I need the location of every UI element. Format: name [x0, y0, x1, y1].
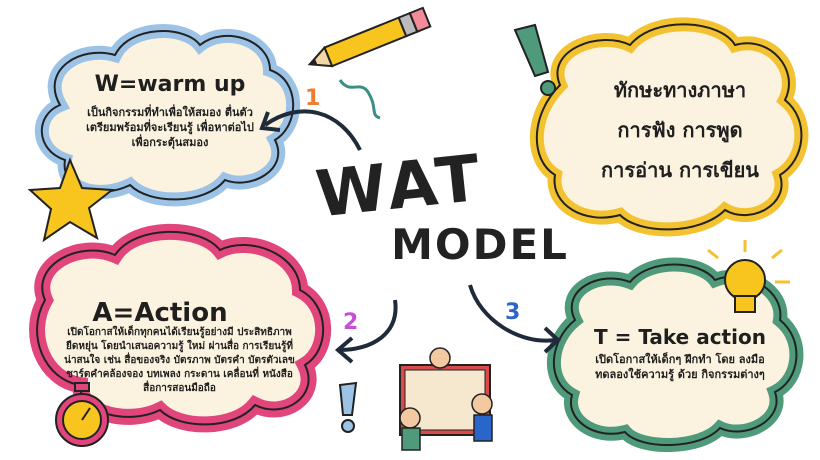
- action-body: เปิดโอกาสให้เด็กทุกคนได้เรียนรู้อย่างมี …: [64, 327, 295, 394]
- skills-line-3: การอ่าน การเขียน: [601, 158, 759, 182]
- action-heading: A=Action: [92, 298, 228, 328]
- title-model: MODEL: [391, 220, 569, 269]
- arrow-to-action: [339, 299, 398, 352]
- arrow-to-take-action: [468, 284, 556, 343]
- pencil-icon: [307, 6, 432, 68]
- lightbulb-icon: [707, 240, 790, 313]
- kids-reading-illustration: [399, 347, 493, 451]
- warm-up-body: เป็นกิจกรรมที่ทำเพื่อให้สมอง ตื่นตัว เตร…: [86, 106, 254, 149]
- step-number-2: 2: [343, 310, 359, 335]
- take-action-heading: T = Take action: [594, 325, 766, 349]
- star-icon: [27, 157, 115, 243]
- arrow-to-warm-up: [263, 109, 362, 151]
- stopwatch-icon: [55, 382, 109, 447]
- exclamation-small-icon: [338, 381, 358, 433]
- skills-line-1: ทักษะทางภาษา: [613, 78, 747, 102]
- step-number-3: 3: [505, 300, 521, 325]
- warm-up-heading: W=warm up: [94, 72, 246, 97]
- take-action-body: เปิดโอกาสให้เด็กๆ ฝึกทำ โดย ลงมือทดลองใช…: [595, 353, 765, 381]
- skills-line-2: การฟัง การพูด: [617, 118, 743, 142]
- exclamation-icon: [513, 23, 556, 96]
- step-number-1: 1: [305, 86, 321, 111]
